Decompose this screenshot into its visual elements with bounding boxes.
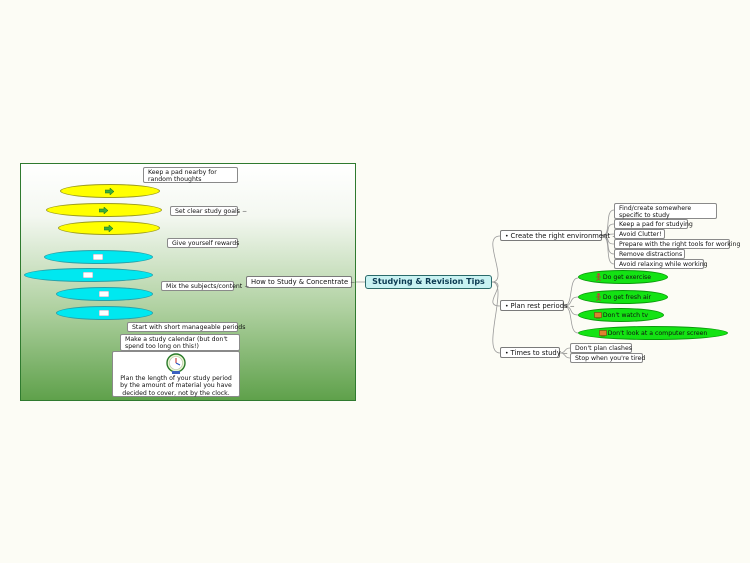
short-periods-node[interactable]: Start with short manageable periods <box>127 322 245 332</box>
rewards-node[interactable]: Give yourself rewards <box>167 238 239 248</box>
collapse-icon[interactable]: − <box>350 279 356 286</box>
flag-icon <box>99 310 109 316</box>
study-goals-label: Set clear study goals <box>175 208 240 215</box>
mix-subjects-label: Mix the subjects/content <box>166 283 243 290</box>
branch-rest-label: Plan rest periods <box>510 302 568 310</box>
subject-dislike-node[interactable] <box>24 268 153 282</box>
root-node[interactable]: Studying & Revision Tips <box>365 275 492 289</box>
rest-item-2-label: Do get fresh air <box>602 294 652 301</box>
collapse-icon[interactable]: − <box>244 283 250 290</box>
rest-item-4[interactable]: Don't look at a computer screen <box>578 326 728 340</box>
env-item-6[interactable]: Avoid relaxing while working <box>614 259 708 269</box>
plan-length-label: Plan the length of your study period by … <box>120 375 232 397</box>
calendar-node[interactable]: Make a study calendar (but don't spend t… <box>120 334 240 351</box>
branch-environment[interactable]: •Create the right environment− <box>500 230 617 241</box>
goal-topics-node[interactable] <box>58 221 160 235</box>
connector-root-rest <box>491 281 501 307</box>
env-item-1[interactable]: Find/create somewhere specific to study <box>614 203 717 219</box>
rest-item-2[interactable]: Do get fresh air <box>578 290 668 304</box>
times-item-1[interactable]: Don't plan clashes <box>570 343 632 353</box>
rest-item-4-label: Don't look at a computer screen <box>607 330 708 337</box>
branch-environment-label: Create the right environment <box>510 232 611 240</box>
connector-root-times <box>491 281 501 354</box>
env-item-5[interactable]: Remove distractions <box>614 249 685 259</box>
subject-hard-node[interactable] <box>56 306 153 320</box>
arrow-right-icon <box>105 187 114 195</box>
monitor-icon <box>598 329 607 337</box>
walking-person-icon <box>595 293 601 301</box>
clock-icon <box>166 353 186 374</box>
study-goals-node[interactable]: Set clear study goals− <box>170 206 247 216</box>
branch-how-to-study-label: How to Study & Concentrate <box>251 278 349 286</box>
keep-pad-node[interactable]: Keep a pad nearby for random thoughts <box>143 167 238 183</box>
rest-item-3[interactable]: Don't watch tv <box>578 308 664 322</box>
connector-root-environment <box>491 235 501 283</box>
arrow-right-icon <box>104 224 113 232</box>
rest-item-1[interactable]: Do get exercise <box>578 270 668 284</box>
tv-icon <box>594 311 602 319</box>
walking-person-icon <box>595 273 601 281</box>
subject-easy-node[interactable] <box>56 287 153 301</box>
times-item-2[interactable]: Stop when you're tired <box>570 353 645 363</box>
rest-item-1-label: Do get exercise <box>602 274 652 281</box>
mix-subjects-node[interactable]: Mix the subjects/content− <box>161 281 249 291</box>
branch-times-label: Times to study <box>510 349 561 357</box>
env-item-2[interactable]: Keep a pad for studying <box>614 219 693 229</box>
goal-pages-node[interactable] <box>60 184 160 198</box>
branch-rest[interactable]: •Plan rest periods− <box>500 300 575 311</box>
arrow-right-icon <box>99 206 108 214</box>
goal-questions-node[interactable] <box>46 203 162 217</box>
branch-times[interactable]: •Times to study− <box>500 347 568 358</box>
collapse-icon[interactable]: − <box>562 350 568 357</box>
flag-icon <box>83 272 93 278</box>
collapse-icon[interactable]: − <box>569 303 575 310</box>
flag-icon <box>93 254 103 260</box>
subject-like-node[interactable] <box>44 250 153 264</box>
env-item-3[interactable]: Avoid Clutter! <box>614 229 665 239</box>
branch-how-to-study[interactable]: How to Study & Concentrate− <box>246 276 356 288</box>
rest-item-3-label: Don't watch tv <box>602 312 649 319</box>
env-item-4[interactable]: Prepare with the right tools for working <box>614 239 740 249</box>
plan-length-node[interactable]: Plan the length of your study period by … <box>112 351 240 397</box>
collapse-icon[interactable]: − <box>241 208 247 215</box>
flag-icon <box>99 291 109 297</box>
